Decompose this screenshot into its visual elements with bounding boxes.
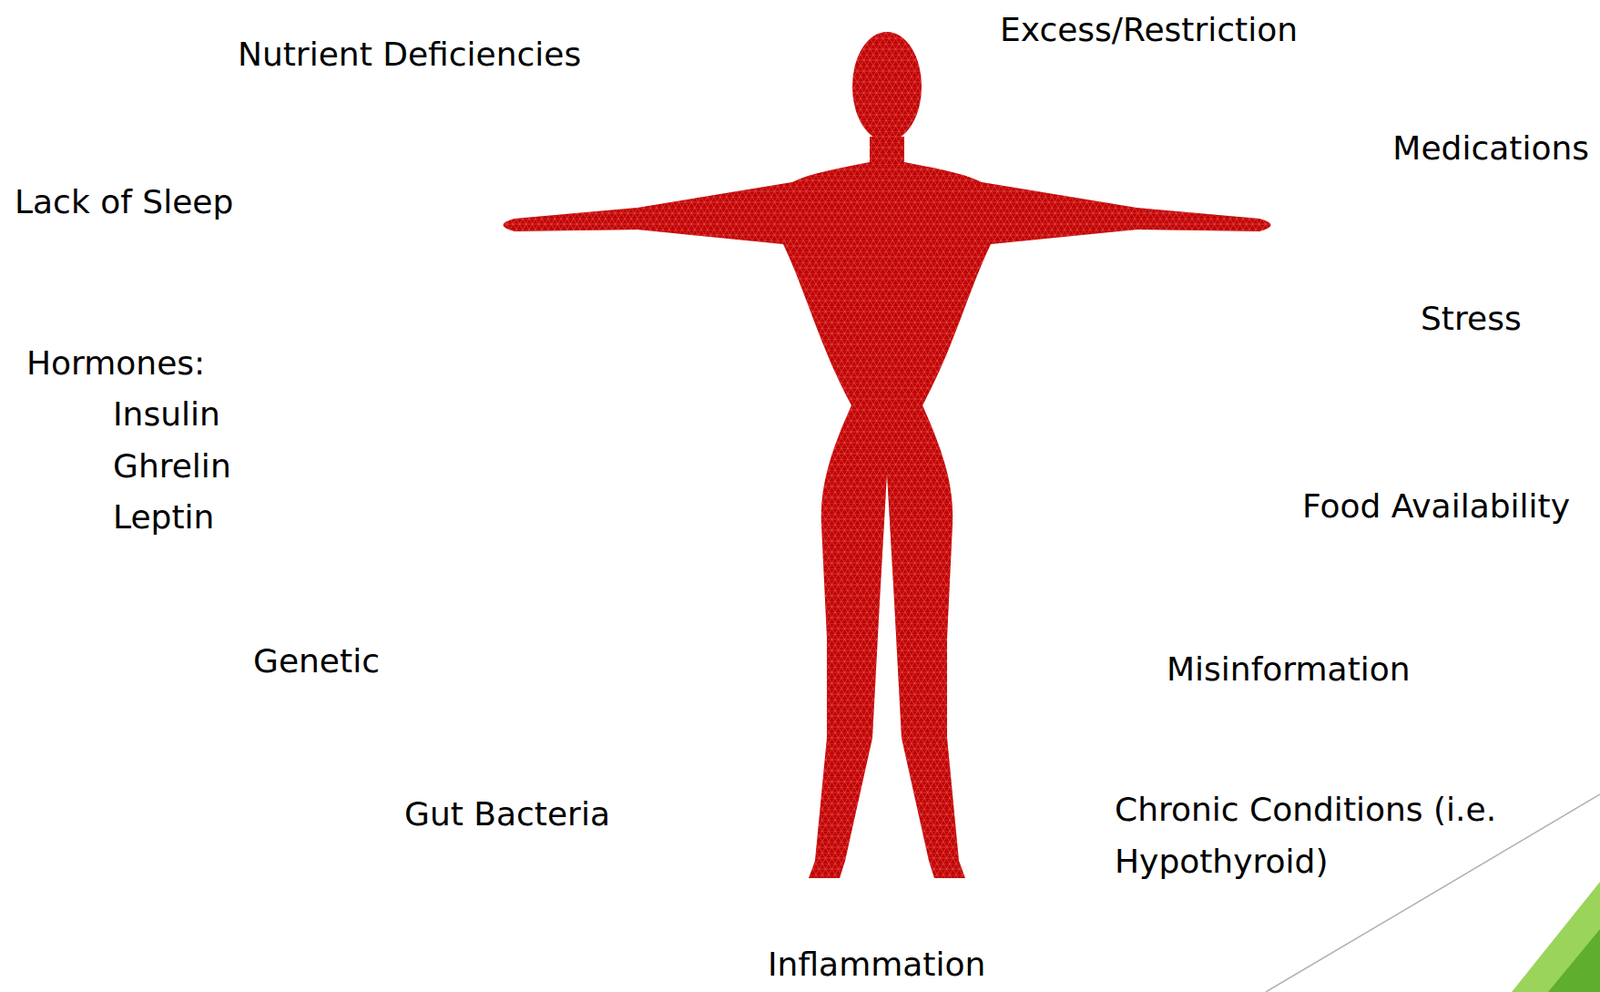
factor-label: Medications xyxy=(1392,128,1590,168)
factor-label: Lack of Sleep xyxy=(14,182,234,222)
human-figure xyxy=(503,31,1272,878)
factor-label: Stress xyxy=(1420,298,1522,338)
factor-label: Nutrient Deficiencies xyxy=(237,34,581,74)
factor-label: Inflammation xyxy=(767,944,986,984)
factor-label: Ghrelin xyxy=(112,446,232,486)
factor-label: Genetic xyxy=(253,641,380,681)
factor-label: Gut Bacteria xyxy=(404,794,611,834)
factor-label: Chronic Conditions (i.e. Hypothyroid) xyxy=(1114,783,1507,887)
factor-label: Leptin xyxy=(112,497,215,537)
factor-label: Misinformation xyxy=(1166,649,1411,689)
factor-label: Excess/Restriction xyxy=(999,10,1298,50)
factor-label: Hormones: xyxy=(26,343,205,383)
factor-label: Insulin xyxy=(112,394,221,434)
factor-label: Food Availability xyxy=(1302,486,1570,526)
